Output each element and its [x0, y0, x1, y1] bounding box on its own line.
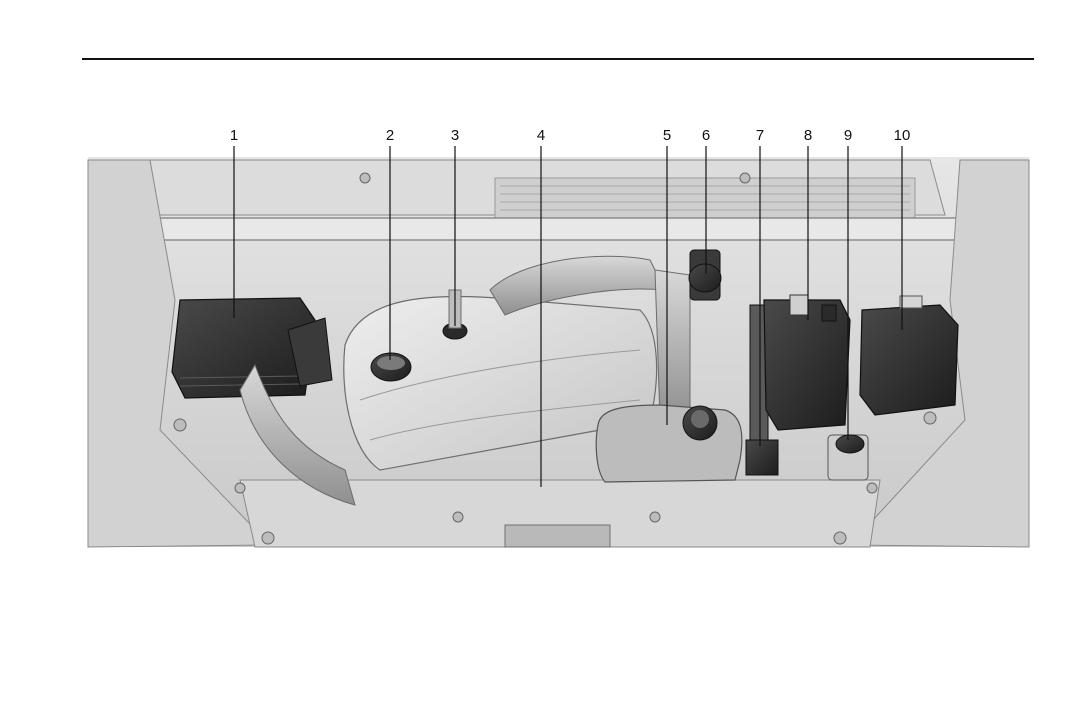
windshield-washer-fluid-cap: [828, 435, 868, 480]
callout-labels: 1 2 3 4 5 6 7 8 9 10: [230, 127, 911, 144]
battery: [764, 295, 850, 430]
callout-8: 8: [804, 127, 812, 144]
callout-9: 9: [844, 127, 852, 144]
callout-7: 7: [756, 127, 764, 144]
callout-6: 6: [702, 127, 710, 144]
engine-oil-fill-cap: [371, 353, 411, 381]
coolant-surge-tank: [596, 405, 742, 482]
brake-fluid-reservoir-cap: [689, 250, 721, 300]
engine-compartment-fuse-block: [860, 296, 958, 415]
callout-10: 10: [894, 127, 911, 144]
callout-2: 2: [386, 127, 394, 144]
callout-4: 4: [537, 127, 545, 144]
callout-1: 1: [230, 127, 238, 144]
callout-3: 3: [451, 127, 459, 144]
callout-5: 5: [663, 127, 671, 144]
